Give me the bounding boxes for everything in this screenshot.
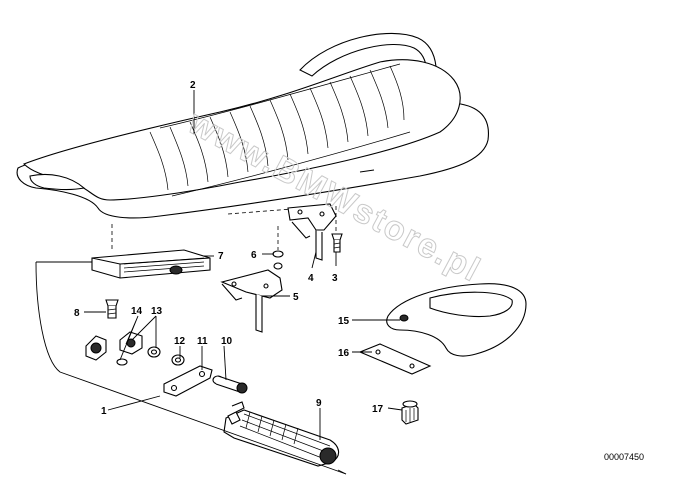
washer-part-12 bbox=[171, 354, 185, 366]
callout-12: 12 bbox=[174, 336, 186, 347]
grommet-part-6 bbox=[272, 250, 284, 270]
seat-part-2 bbox=[16, 32, 489, 219]
callout-1: 1 bbox=[101, 406, 107, 417]
callout-9: 9 bbox=[316, 398, 322, 409]
document-number: 00007450 bbox=[604, 452, 644, 462]
bolt-part-10 bbox=[212, 375, 248, 394]
callout-5: 5 bbox=[293, 292, 299, 303]
strip-part-16 bbox=[358, 343, 432, 375]
callout-11: 11 bbox=[197, 336, 208, 347]
callout-16: 16 bbox=[338, 348, 350, 359]
leader-lines bbox=[35, 90, 403, 475]
tool-tray-part-7 bbox=[91, 249, 211, 279]
screw-part-3 bbox=[331, 233, 343, 253]
screw-part-8 bbox=[105, 299, 119, 319]
bracket-part-4 bbox=[287, 203, 337, 261]
callout-6: 6 bbox=[251, 250, 257, 261]
callout-labels: 1 2 3 4 5 6 7 8 9 10 11 12 13 14 15 16 1… bbox=[74, 80, 384, 417]
callout-3: 3 bbox=[332, 273, 338, 284]
callout-13: 13 bbox=[151, 306, 163, 317]
callout-7: 7 bbox=[218, 251, 224, 262]
bushing-part-13 bbox=[116, 331, 161, 366]
rubber-grip-part-9 bbox=[223, 401, 340, 467]
callout-4: 4 bbox=[308, 273, 314, 284]
callout-15: 15 bbox=[338, 316, 350, 327]
nut-part-14 bbox=[85, 335, 107, 361]
callout-14: 14 bbox=[131, 306, 143, 317]
knob-part-17 bbox=[401, 400, 419, 425]
bracket-part-5 bbox=[220, 269, 283, 333]
callout-10: 10 bbox=[221, 336, 233, 347]
callout-2: 2 bbox=[190, 80, 196, 91]
callout-17: 17 bbox=[372, 404, 384, 415]
callout-8: 8 bbox=[74, 308, 80, 319]
plate-part-11 bbox=[163, 365, 213, 397]
cover-part-15 bbox=[386, 283, 527, 357]
